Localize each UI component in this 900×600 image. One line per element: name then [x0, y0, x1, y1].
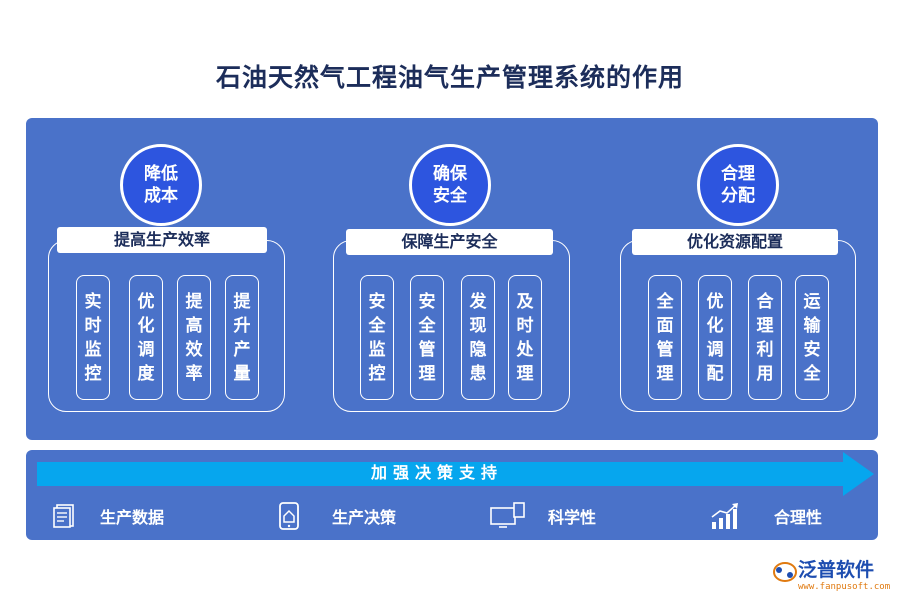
feature-label: 生产数据: [100, 508, 165, 527]
growth-chart-icon: [711, 503, 738, 529]
item-safety-monitoring: 安全监控: [360, 275, 394, 400]
item-label: 提升产量: [233, 291, 251, 384]
item-find-hazards: 发现隐患: [461, 275, 495, 400]
document-icon: [53, 504, 74, 528]
banner-label: 加强决策支持: [370, 463, 503, 482]
item-optimize-allocation: 优化调配: [698, 275, 732, 400]
feature-production-decision: 生产决策: [278, 502, 396, 530]
item-label: 优化调配: [706, 291, 724, 384]
item-label: 提高效率: [185, 291, 203, 384]
feature-production-data: 生产数据: [52, 502, 164, 530]
item-label: 全面管理: [656, 291, 674, 384]
feature-label: 科学性: [548, 508, 597, 527]
main-panel: 降低成本 提高生产效率 实时监控 优化调度 提高效率 提升产量 确保安全 保障生…: [26, 118, 878, 440]
feature-label: 合理性: [774, 508, 823, 527]
brand-url: www.fanpusoft.com: [798, 582, 891, 592]
item-safety-management: 安全管理: [410, 275, 444, 400]
circle-rational-allocation: 合理分配: [697, 144, 779, 226]
group-label-safety: 保障生产安全: [346, 229, 553, 255]
item-rational-use: 合理利用: [748, 275, 782, 400]
item-full-management: 全面管理: [648, 275, 682, 400]
item-label: 安全监控: [368, 291, 386, 384]
circle-label: 确保安全: [433, 164, 467, 206]
feature-scientific: 科学性: [490, 502, 596, 530]
item-label: 运输安全: [803, 291, 821, 384]
circle-reduce-cost: 降低成本: [120, 144, 202, 226]
item-label: 合理利用: [756, 291, 774, 384]
arrow-banner: [37, 452, 874, 496]
item-transport-safety: 运输安全: [795, 275, 829, 400]
circle-label: 降低成本: [144, 164, 178, 206]
phone-icon: [279, 502, 299, 530]
group-label-efficiency: 提高生产效率: [57, 227, 267, 253]
circle-label: 合理分配: [721, 164, 755, 206]
item-label: 及时处理: [516, 291, 534, 384]
item-increase-output: 提升产量: [225, 275, 259, 400]
item-optimize-scheduling: 优化调度: [129, 275, 163, 400]
item-improve-efficiency: 提高效率: [177, 275, 211, 400]
feature-label: 生产决策: [332, 508, 397, 527]
page-title: 石油天然气工程油气生产管理系统的作用: [215, 63, 684, 92]
brand-name: 泛普软件: [798, 559, 875, 581]
monitor-icon: [490, 502, 525, 528]
item-label: 实时监控: [84, 291, 102, 384]
item-label: 优化调度: [137, 291, 155, 384]
item-realtime-monitoring: 实时监控: [76, 275, 110, 400]
feature-rationality: 合理性: [710, 502, 822, 530]
item-label: 发现隐患: [469, 291, 487, 384]
item-label: 安全管理: [418, 291, 436, 384]
group-label-resources: 优化资源配置: [632, 229, 838, 255]
brand-logo-icon: [773, 562, 797, 582]
item-timely-handling: 及时处理: [508, 275, 542, 400]
circle-ensure-safety: 确保安全: [409, 144, 491, 226]
